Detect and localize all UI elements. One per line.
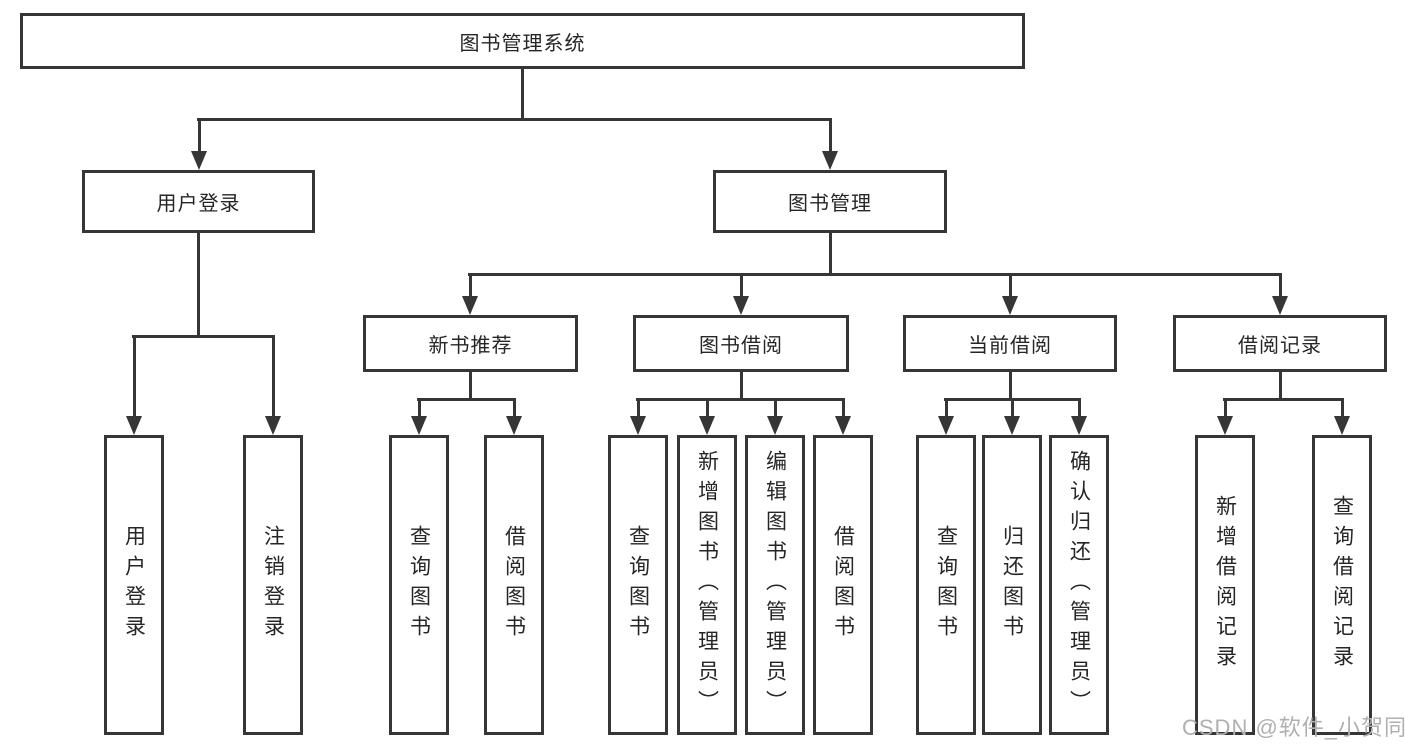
leaf-query-books-borrowing: 查询图书	[608, 435, 668, 735]
connector-vline	[1279, 372, 1282, 401]
connector-vline	[272, 335, 275, 418]
connector-vline	[1224, 398, 1227, 418]
node-current-borrowing: 当前借阅	[903, 315, 1117, 372]
arrow-down-head	[1002, 296, 1018, 315]
node-new-book-recommendation: 新书推荐	[363, 315, 578, 372]
arrow-down-head	[938, 416, 954, 435]
connector-hline	[468, 273, 1282, 276]
arrow-down-head	[191, 151, 207, 170]
connector-vline	[469, 273, 472, 298]
arrow-down-head	[265, 416, 281, 435]
connector-hline	[197, 118, 832, 121]
leaf-user-login: 用户登录	[104, 435, 164, 735]
arrow-down-head	[699, 416, 715, 435]
arrow-down-head	[506, 416, 522, 435]
connector-vline	[521, 69, 524, 121]
arrow-down-head	[822, 151, 838, 170]
watermark: CSDN @软件_小贺同学	[1182, 715, 1405, 740]
arrow-down-head	[1071, 416, 1087, 435]
leaf-add-books-admin: 新增图书（管理员）	[677, 435, 737, 735]
connector-vline	[197, 233, 200, 338]
connector-vline	[1341, 398, 1344, 418]
node-borrowing-records: 借阅记录	[1173, 315, 1387, 372]
connector-vline	[1078, 398, 1081, 418]
node-book-management: 图书管理	[713, 170, 947, 233]
connector-vline	[740, 372, 743, 401]
leaf-borrow-books-borrowing: 借阅图书	[813, 435, 873, 735]
leaf-query-books-current: 查询图书	[916, 435, 976, 735]
leaf-confirm-return-admin: 确认归还（管理员）	[1049, 435, 1109, 735]
connector-hline	[1223, 398, 1344, 401]
arrow-down-head	[1334, 416, 1350, 435]
connector-vline	[637, 398, 640, 418]
leaf-return-books: 归还图书	[982, 435, 1042, 735]
leaf-query-borrow-record: 查询借阅记录	[1312, 435, 1372, 735]
leaf-logout: 注销登录	[243, 435, 303, 735]
connector-vline	[829, 233, 832, 276]
connector-hline	[636, 398, 845, 401]
arrow-down-head	[126, 416, 142, 435]
connector-vline	[829, 118, 832, 152]
node-user-login: 用户登录	[82, 170, 315, 233]
connector-vline	[418, 398, 421, 418]
leaf-query-books-recommend: 查询图书	[389, 435, 449, 735]
connector-vline	[133, 335, 136, 418]
connector-hline	[417, 398, 516, 401]
arrow-down-head	[462, 296, 478, 315]
connector-vline	[513, 398, 516, 418]
connector-vline	[1009, 273, 1012, 298]
connector-vline	[1011, 398, 1014, 418]
arrow-down-head	[1217, 416, 1233, 435]
connector-vline	[198, 118, 201, 152]
connector-vline	[740, 273, 743, 298]
leaf-edit-books-admin: 编辑图书（管理员）	[745, 435, 805, 735]
arrow-down-head	[411, 416, 427, 435]
node-root-library-system: 图书管理系统	[20, 13, 1025, 69]
connector-vline	[469, 372, 472, 401]
arrow-down-head	[1272, 296, 1288, 315]
arrow-down-head	[767, 416, 783, 435]
connector-hline	[132, 335, 275, 338]
connector-vline	[1279, 273, 1282, 298]
connector-vline	[774, 398, 777, 418]
arrow-down-head	[733, 296, 749, 315]
arrow-down-head	[630, 416, 646, 435]
leaf-borrow-books-recommend: 借阅图书	[484, 435, 544, 735]
connector-vline	[945, 398, 948, 418]
arrow-down-head	[1004, 416, 1020, 435]
connector-vline	[1009, 372, 1012, 401]
leaf-add-borrow-record: 新增借阅记录	[1195, 435, 1255, 735]
arrow-down-head	[835, 416, 851, 435]
node-book-borrowing: 图书借阅	[633, 315, 849, 372]
connector-vline	[842, 398, 845, 418]
connector-vline	[706, 398, 709, 418]
